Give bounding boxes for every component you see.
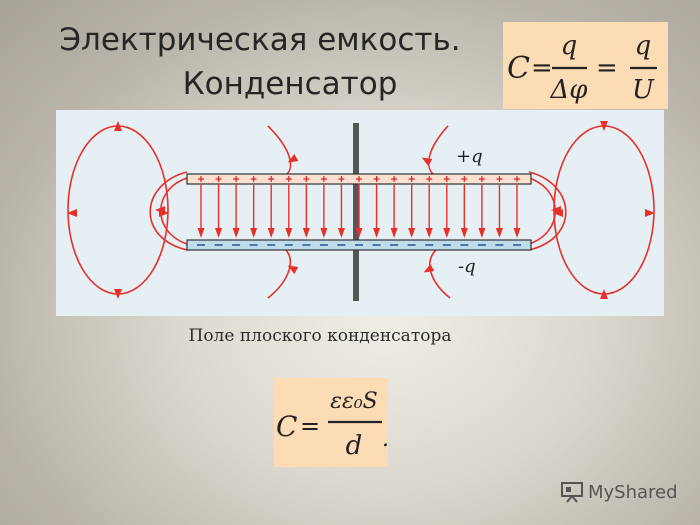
field-arrowhead	[320, 228, 328, 238]
field-arrowhead	[355, 228, 363, 238]
fringe-arc-right-outer	[528, 171, 567, 251]
formula-bottom-lhs: C	[276, 410, 297, 443]
capacitor-field-diagram: +q -q	[56, 110, 664, 316]
field-loop-arrowhead	[114, 121, 122, 131]
field-loop-arrowhead	[287, 265, 299, 274]
formula-top-lhs: C	[507, 51, 530, 86]
formula-bottom-eq: =	[300, 412, 320, 440]
outer-line-bottom-left	[267, 249, 292, 299]
formula-top-den2: U	[632, 75, 655, 105]
fringe-arc-left-outer	[149, 171, 188, 251]
diagram-caption: Поле плоского конденсатора	[188, 326, 452, 346]
myshared-logo: MyShared	[560, 479, 678, 505]
field-loop-arrowhead	[67, 209, 77, 217]
field-arrowhead	[408, 228, 416, 238]
uniform-field-lines	[197, 176, 521, 246]
plus-charge-mark	[215, 176, 222, 182]
field-arrowhead	[495, 228, 503, 238]
plus-charge-mark	[408, 176, 415, 182]
plus-charge-mark	[426, 176, 433, 182]
field-arrowhead	[337, 228, 345, 238]
outer-line-top-right	[428, 125, 449, 177]
formula-top-num1: q	[561, 31, 578, 61]
plus-charge-mark	[320, 176, 327, 182]
field-arrowhead	[302, 228, 310, 238]
formula-bottom-den: d	[346, 431, 363, 461]
field-loop-arrowhead	[551, 206, 561, 214]
field-arrowhead	[390, 228, 398, 238]
plus-charge-mark	[373, 176, 380, 182]
field-loop-arrowhead	[287, 154, 299, 163]
field-loop-left	[67, 125, 169, 295]
fringe-arc-right-inner	[528, 177, 556, 245]
capacitor-rod	[353, 123, 359, 301]
field-loop-arrowhead	[600, 289, 608, 299]
plus-charge-mark	[303, 176, 310, 182]
capacitance-formula-bottom: C = εε₀S d .	[274, 378, 389, 467]
capacitor-field-svg: +q -q	[67, 121, 655, 301]
title-line-1: Электрическая емкость.	[59, 22, 461, 58]
field-arrowhead	[478, 228, 486, 238]
field-arrowhead	[197, 228, 205, 238]
capacitance-formula-top: C = q Δφ = q U	[503, 22, 668, 109]
field-arrowhead	[232, 228, 240, 238]
plus-charge-mark	[285, 176, 292, 182]
plus-charge-mark	[356, 176, 362, 182]
plus-charge-mark	[496, 176, 503, 182]
field-loop-right	[553, 125, 655, 295]
plus-charge-mark	[478, 176, 485, 182]
field-arrowhead	[267, 228, 275, 238]
field-loop-arrowhead	[421, 157, 433, 166]
field-arrowhead	[250, 228, 258, 238]
slide-title: Электрическая емкость. Конденсатор	[40, 18, 480, 106]
plus-charge-mark	[338, 176, 345, 182]
formula-bottom-num: εε₀S	[330, 389, 378, 414]
presentation-board-icon	[561, 482, 583, 503]
field-arrowhead	[443, 228, 451, 238]
plus-charge-mark	[268, 176, 275, 182]
field-loop-arrowhead	[645, 209, 655, 217]
field-arrowhead	[460, 228, 468, 238]
formula-top-den1: Δφ	[550, 75, 589, 105]
plus-charge-mark	[514, 176, 520, 182]
formula-bottom-svg: C = εε₀S d .	[276, 389, 389, 461]
plus-charge-mark	[250, 176, 257, 182]
formula-top-num2: q	[635, 31, 652, 61]
plus-charge-mark	[233, 176, 240, 182]
title-line-2: Конденсатор	[182, 66, 398, 102]
field-loop-arrowhead	[600, 121, 608, 131]
field-arrowhead	[373, 228, 381, 238]
field-loop-arrowhead	[423, 264, 435, 273]
field-arrowhead	[215, 228, 223, 238]
formula-top-eq2: =	[596, 53, 618, 83]
formula-bottom-trailing: .	[382, 427, 388, 452]
outer-line-top-left	[267, 125, 292, 177]
plus-charge-mark	[443, 176, 450, 182]
field-arrows	[67, 121, 655, 299]
formula-top-eq1: =	[531, 53, 553, 83]
plus-charge-mark	[391, 176, 398, 182]
minus-q-label: -q	[458, 256, 476, 277]
plus-q-label: +q	[456, 146, 483, 167]
field-arrowhead	[285, 228, 293, 238]
plus-charge-mark	[461, 176, 468, 182]
field-arrowhead	[513, 228, 521, 238]
field-loop-arrowhead	[155, 206, 165, 214]
outer-line-bottom-right	[429, 249, 451, 299]
formula-top-svg: C = q Δφ = q U	[507, 31, 657, 105]
logo-text: MyShared	[588, 481, 678, 503]
field-loop-arrowhead	[114, 289, 122, 299]
plus-charge-mark	[198, 176, 204, 182]
field-arrowhead	[425, 228, 433, 238]
